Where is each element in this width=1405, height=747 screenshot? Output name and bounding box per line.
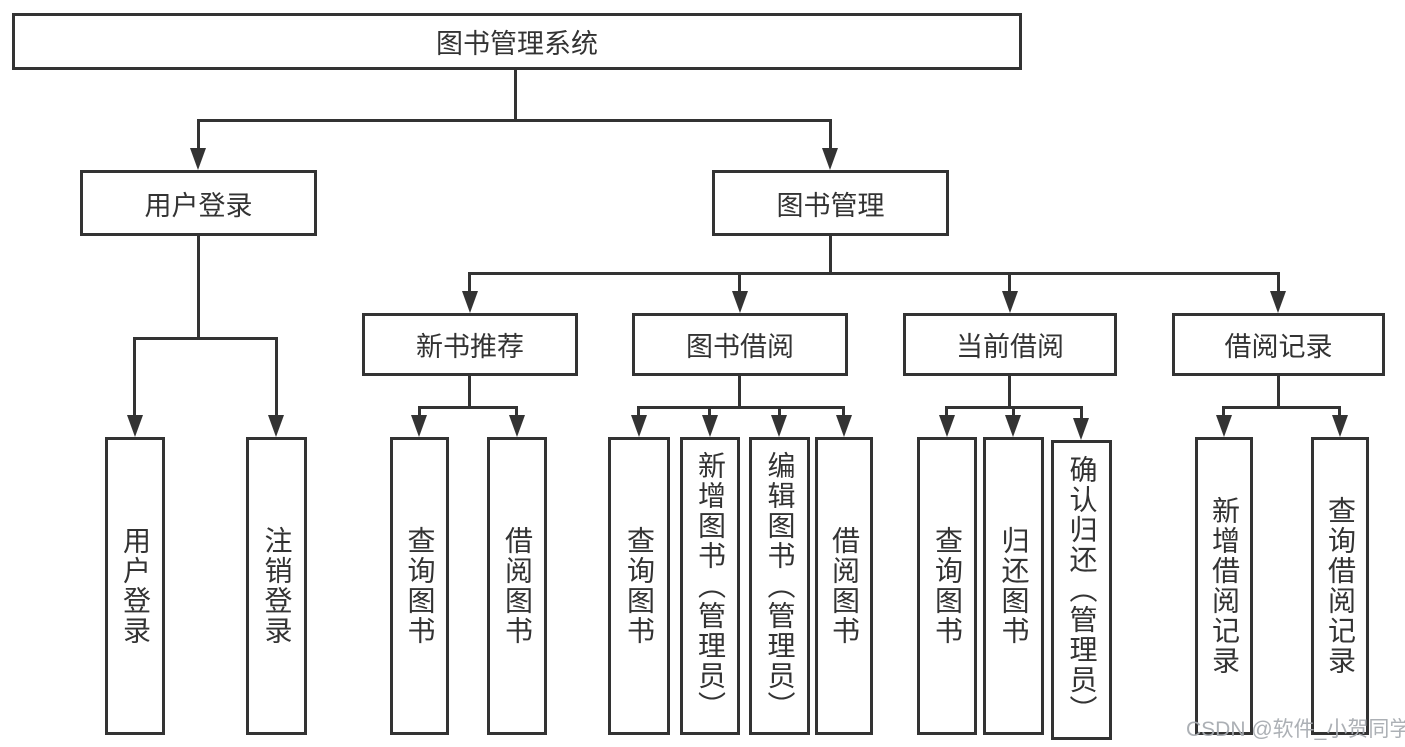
leaf-label: 确认归还（管理员） [1066, 455, 1098, 725]
arrow-down-icon [1002, 291, 1018, 313]
node-label: 图书管理 [776, 190, 885, 221]
leaf-query-books-borrow: 查询图书 [608, 437, 670, 735]
connector-line [1080, 406, 1083, 418]
connector-line [418, 406, 421, 415]
node-current-borrow: 当前借阅 [903, 313, 1117, 376]
arrow-down-icon [127, 415, 143, 437]
connector-line [1277, 376, 1280, 406]
connector-line [1277, 272, 1280, 291]
node-new-book-recommend: 新书推荐 [362, 313, 578, 376]
connector-line [197, 119, 832, 122]
node-library-system: 图书管理系统 [12, 13, 1022, 70]
connector-line [197, 236, 200, 337]
connector-line [275, 337, 278, 415]
connector-line [1222, 406, 1225, 415]
connector-line [468, 272, 471, 291]
leaf-label: 查询图书 [932, 526, 963, 646]
connector-line [637, 406, 845, 409]
connector-line [515, 406, 518, 415]
node-label: 用户登录 [144, 190, 253, 221]
connector-line [418, 406, 518, 409]
node-book-management: 图书管理 [712, 170, 949, 236]
leaf-query-books-current: 查询图书 [917, 437, 977, 735]
arrow-down-icon [1005, 415, 1021, 437]
connector-line [945, 406, 948, 415]
node-label: 图书管理系统 [436, 29, 598, 59]
connector-line [468, 376, 471, 406]
arrow-down-icon [631, 415, 647, 437]
connector-line [197, 119, 200, 148]
leaf-label: 新增借阅记录 [1209, 496, 1240, 676]
connector-line [1222, 406, 1341, 409]
leaf-label: 归还图书 [998, 526, 1030, 646]
connector-line [133, 337, 136, 415]
connector-line [829, 236, 832, 272]
leaf-logout: 注销登录 [246, 437, 307, 735]
node-user-login: 用户登录 [80, 170, 317, 236]
leaf-label: 借阅图书 [502, 526, 533, 646]
node-label: 图书借阅 [686, 332, 794, 362]
arrow-down-icon [732, 291, 748, 313]
connector-line [468, 272, 1280, 275]
node-label: 新书推荐 [416, 332, 524, 362]
leaf-query-borrow-record: 查询借阅记录 [1311, 437, 1369, 735]
leaf-edit-book-admin: 编辑图书（管理员） [749, 437, 810, 735]
leaf-confirm-return-admin: 确认归还（管理员） [1051, 440, 1112, 740]
csdn-watermark: CSDN @软件_小贺同学 [1186, 718, 1405, 741]
leaf-user-login: 用户登录 [105, 437, 165, 735]
leaf-add-borrow-record: 新增借阅记录 [1195, 437, 1253, 735]
connector-line [842, 406, 845, 415]
connector-line [1008, 376, 1011, 406]
connector-line [1008, 272, 1011, 291]
leaf-query-books-recommend: 查询图书 [390, 437, 449, 735]
leaf-label: 查询借阅记录 [1325, 496, 1356, 676]
arrow-down-icon [939, 415, 955, 437]
connector-line [708, 406, 711, 415]
node-book-borrow: 图书借阅 [632, 313, 848, 376]
connector-line [1338, 406, 1341, 415]
leaf-add-book-admin: 新增图书（管理员） [680, 437, 740, 735]
arrow-down-icon [836, 415, 852, 437]
arrow-down-icon [702, 415, 718, 437]
arrow-down-icon [1073, 418, 1089, 440]
arrow-down-icon [1216, 415, 1232, 437]
arrow-down-icon [1270, 291, 1286, 313]
leaf-label: 借阅图书 [829, 526, 860, 646]
arrow-down-icon [411, 415, 427, 437]
node-label: 借阅记录 [1224, 332, 1333, 362]
arrow-down-icon [268, 415, 284, 437]
node-label: 当前借阅 [956, 332, 1064, 362]
arrow-down-icon [190, 148, 206, 170]
leaf-label: 新增图书（管理员） [695, 451, 726, 721]
connector-line [637, 406, 640, 415]
connector-line [829, 119, 832, 148]
connector-line [133, 337, 277, 340]
arrow-down-icon [771, 415, 787, 437]
connector-line [514, 70, 517, 119]
arrow-down-icon [509, 415, 525, 437]
leaf-label: 查询图书 [624, 526, 655, 646]
node-borrow-records: 借阅记录 [1172, 313, 1385, 376]
leaf-label: 查询图书 [404, 526, 436, 646]
leaf-label: 注销登录 [261, 526, 293, 646]
leaf-borrow-books-recommend: 借阅图书 [487, 437, 547, 735]
leaf-label: 编辑图书（管理员） [764, 451, 796, 721]
arrow-down-icon [462, 291, 478, 313]
connector-line [778, 406, 781, 415]
leaf-label: 用户登录 [120, 526, 151, 646]
connector-line [738, 376, 741, 406]
leaf-return-book: 归还图书 [983, 437, 1044, 735]
connector-line [738, 272, 741, 291]
arrow-down-icon [822, 148, 838, 170]
leaf-borrow-books: 借阅图书 [815, 437, 873, 735]
arrow-down-icon [1332, 415, 1348, 437]
connector-line [1012, 406, 1015, 415]
